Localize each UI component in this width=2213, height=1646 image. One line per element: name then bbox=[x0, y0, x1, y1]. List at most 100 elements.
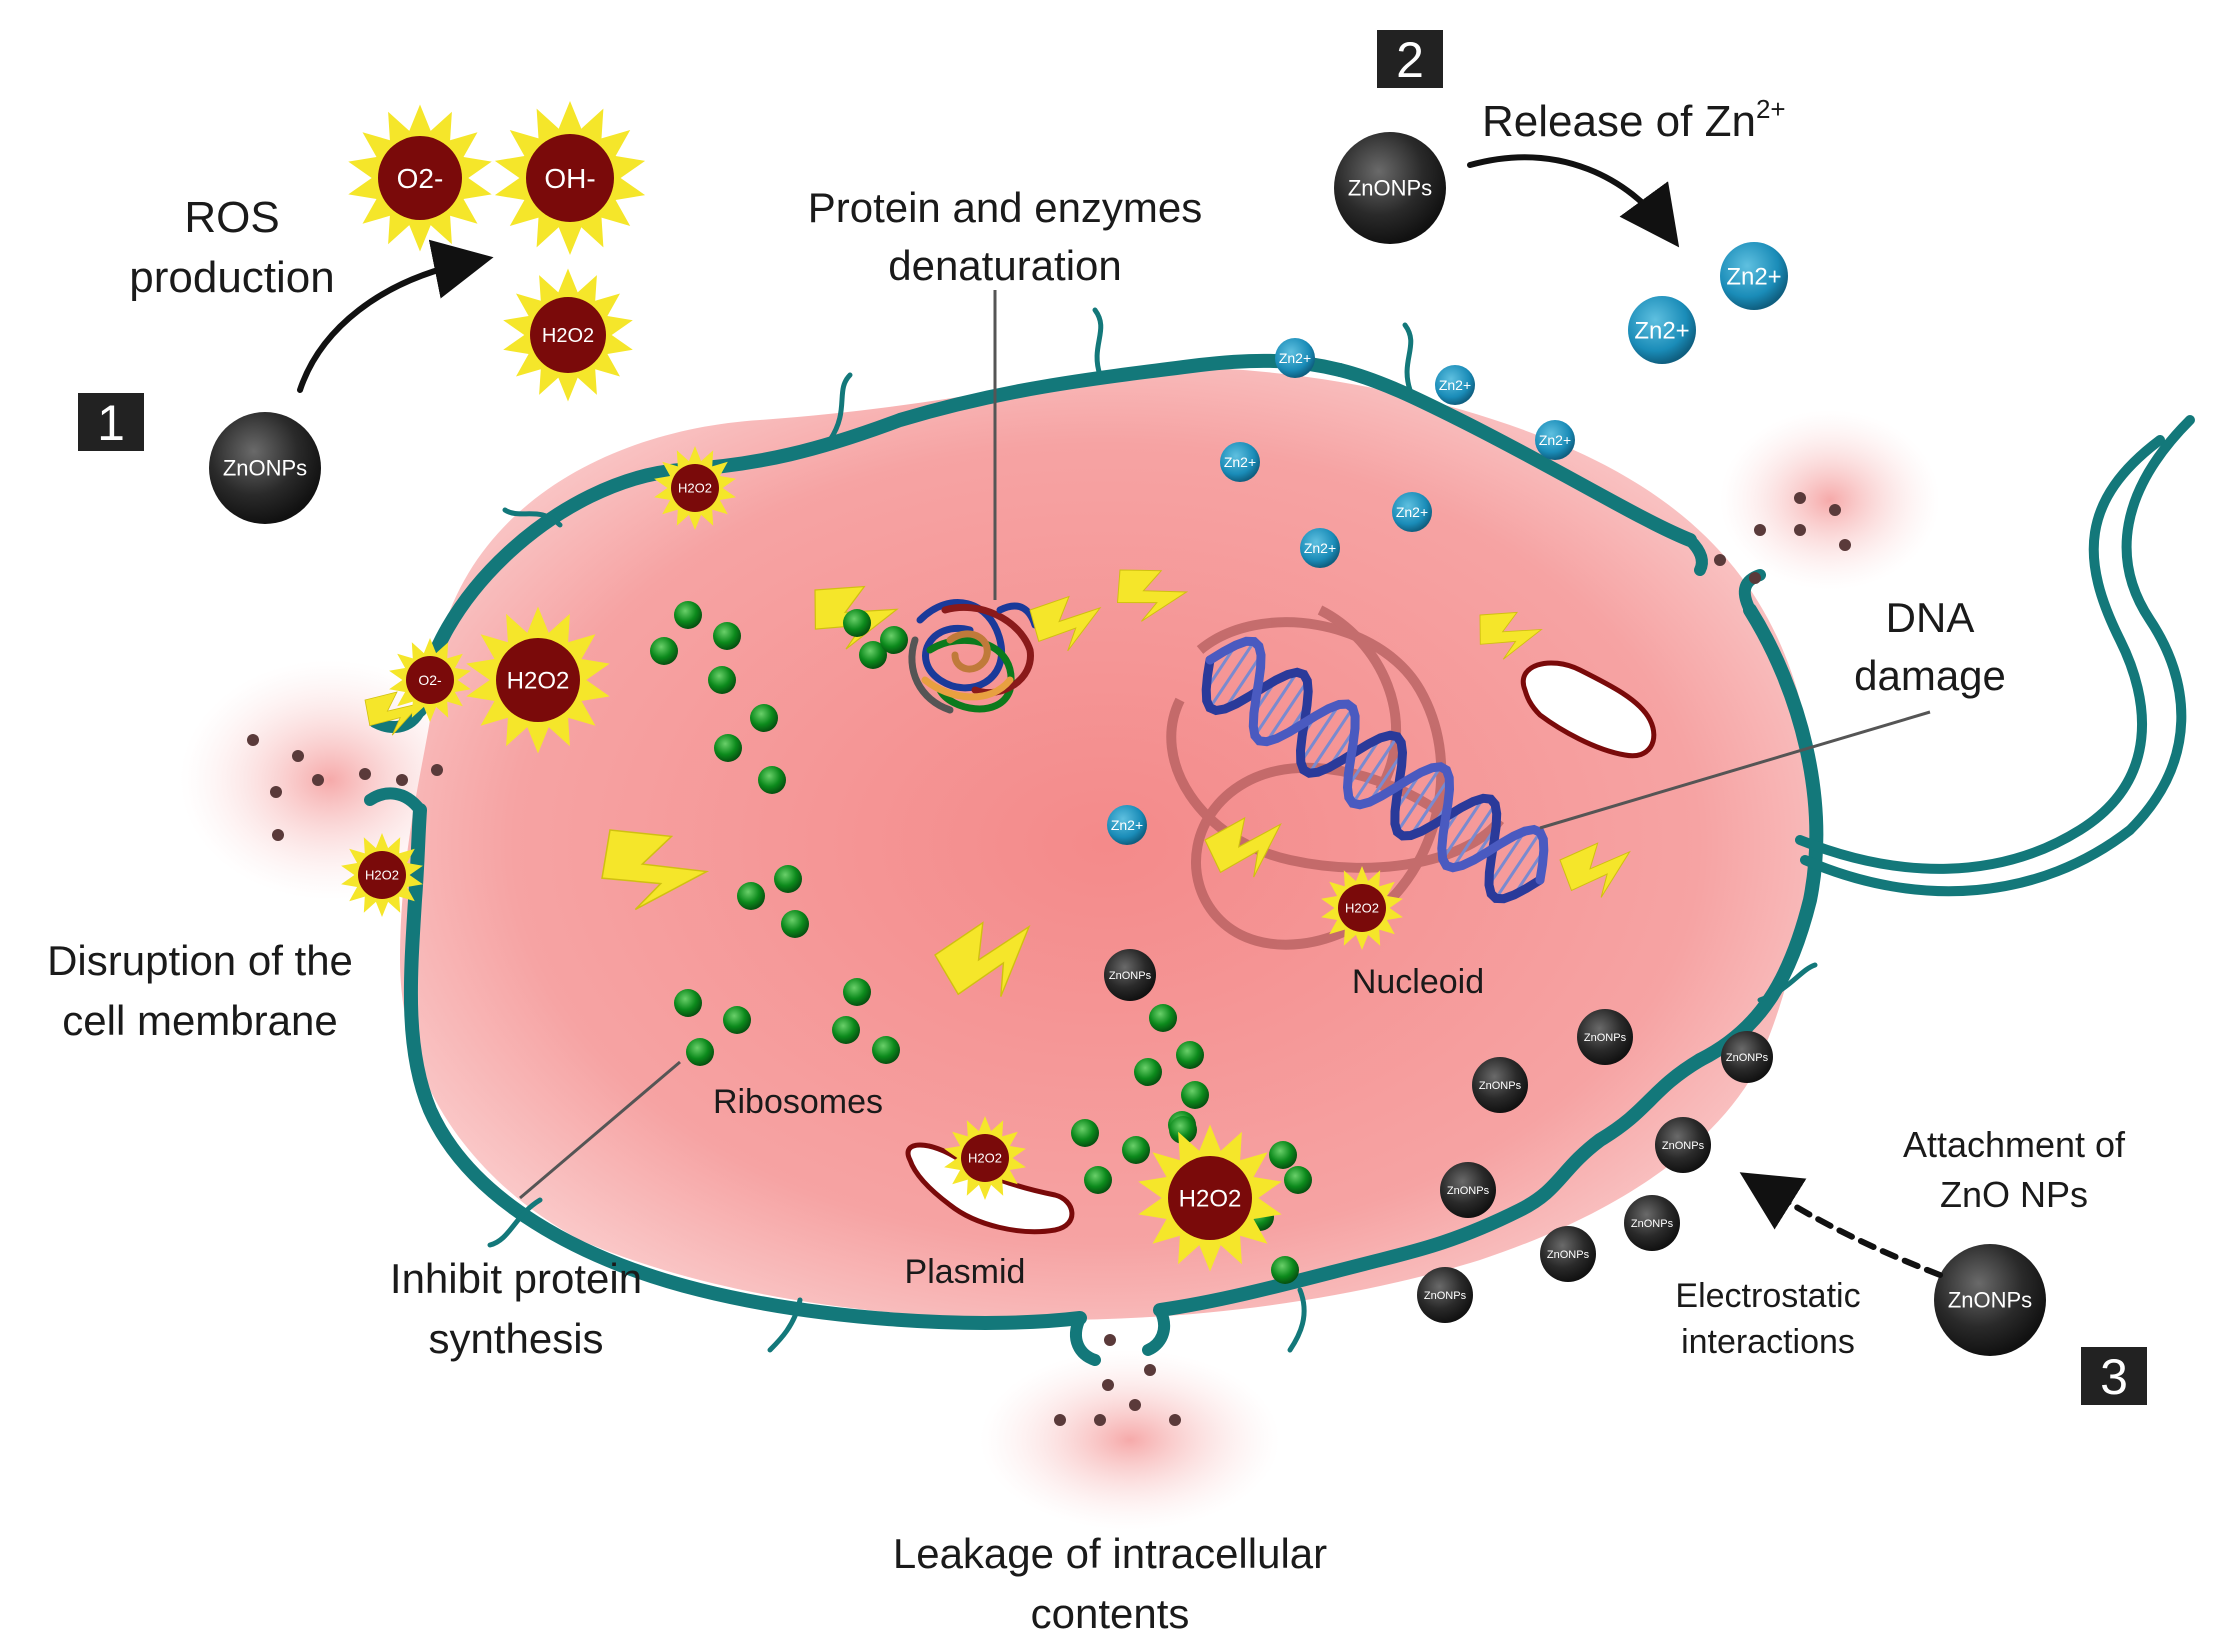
electrostatic-label-line2: interactions bbox=[1681, 1323, 1855, 1361]
plasmid-label: Plasmid bbox=[905, 1253, 1026, 1291]
nucleoid-loops bbox=[1166, 605, 1504, 950]
zno-nanoparticle-icon: ZnONPs bbox=[1721, 1031, 1773, 1083]
release-label: Release of Zn2+ bbox=[1482, 94, 1786, 146]
ros-burst-icon: H2O2 bbox=[1138, 1124, 1282, 1272]
ros-label: H2O2 bbox=[1179, 1185, 1242, 1212]
ros-burst-icon: H2O2 bbox=[1321, 866, 1403, 950]
lightning-icon bbox=[1029, 595, 1102, 652]
ros-label: O2- bbox=[418, 672, 442, 688]
ribosome-icon bbox=[723, 1006, 751, 1034]
electrostatic-label-line1: Electrostatic bbox=[1675, 1277, 1860, 1315]
attachment-label-line1: Attachment of bbox=[1903, 1124, 2126, 1165]
inhibit-label-line1: Inhibit protein bbox=[390, 1255, 642, 1302]
attachment-label-line2: ZnO NPs bbox=[1940, 1174, 2088, 1215]
lightning-icon bbox=[364, 691, 423, 736]
lightning-icon bbox=[934, 921, 1031, 997]
nanoparticle-label: ZnONPs bbox=[1948, 1288, 2032, 1313]
zno-nanoparticle-icon: ZnONPs bbox=[1417, 1267, 1473, 1323]
leakage-label-line1: Leakage of intracellular bbox=[893, 1530, 1327, 1577]
zinc-ion-icon: Zn2+ bbox=[1535, 420, 1575, 460]
nanoparticle-label: ZnONPs bbox=[1631, 1218, 1674, 1230]
svg-text:1: 1 bbox=[97, 395, 125, 451]
step-badge-3: 3 bbox=[2081, 1347, 2147, 1405]
zinc-ion-label: Zn2+ bbox=[1304, 540, 1336, 556]
ros-label: H2O2 bbox=[507, 667, 570, 694]
zinc-ion-icon: Zn2+ bbox=[1628, 296, 1696, 364]
step-badge-2: 2 bbox=[1377, 30, 1443, 88]
protein-label-line1: Protein and enzymes bbox=[808, 184, 1203, 231]
ribosome-icon bbox=[859, 641, 887, 669]
zinc-ion-label: Zn2+ bbox=[1396, 504, 1428, 520]
zno-nanoparticle-icon: ZnONPs bbox=[1104, 949, 1156, 1001]
ribosome-icon bbox=[650, 637, 678, 665]
denatured-protein-icon bbox=[908, 599, 1039, 714]
zinc-ion-icon: Zn2+ bbox=[1300, 528, 1340, 568]
ros-burst-icon: H2O2 bbox=[341, 833, 423, 917]
svg-text:3: 3 bbox=[2100, 1349, 2128, 1405]
lightning-icon bbox=[1204, 816, 1282, 878]
zinc-ion-icon: Zn2+ bbox=[1107, 805, 1147, 845]
ribosome-icon bbox=[1084, 1166, 1112, 1194]
ribosome-icon bbox=[1149, 1004, 1177, 1032]
ros-burst-icon: OH- bbox=[494, 101, 646, 255]
ribosome-icon bbox=[1271, 1256, 1299, 1284]
step-badges: 1 2 3 bbox=[78, 30, 2147, 1405]
ros-label: OH- bbox=[544, 163, 595, 194]
svg-text:2: 2 bbox=[1396, 32, 1424, 88]
ribosome-icon bbox=[713, 622, 741, 650]
cytoplasm bbox=[400, 367, 1812, 1321]
ribosome-icon bbox=[774, 865, 802, 893]
ribosome-icon bbox=[1169, 1116, 1197, 1144]
zinc-ion-label: Zn2+ bbox=[1279, 350, 1311, 366]
zno-nanoparticle-icon: ZnONPs bbox=[1934, 1244, 2046, 1356]
zno-nanoparticle-icon: ZnONPs bbox=[1472, 1057, 1528, 1113]
lightning-icon bbox=[1559, 842, 1631, 898]
ribosome-icon bbox=[1071, 1119, 1099, 1147]
ros-label: H2O2 bbox=[968, 1151, 1002, 1166]
release-arrow bbox=[1467, 154, 1680, 248]
nanoparticle-label: ZnONPs bbox=[1109, 970, 1152, 982]
ribosome-icon bbox=[1181, 1081, 1209, 1109]
pili bbox=[487, 307, 1818, 1353]
ribosome-icon bbox=[843, 978, 871, 1006]
leaked-contents bbox=[247, 492, 1851, 1426]
disruption-label-line2: cell membrane bbox=[62, 997, 337, 1044]
nanoparticle-label: ZnONPs bbox=[1348, 176, 1432, 201]
lightning-icon bbox=[601, 829, 710, 911]
ribosome-icon bbox=[758, 766, 786, 794]
zinc-ion-label: Zn2+ bbox=[1111, 817, 1143, 833]
zno-nanoparticle-icon: ZnONPs bbox=[1655, 1117, 1711, 1173]
ros-burst-icon: H2O2 bbox=[466, 606, 610, 754]
ribosome-icon bbox=[686, 1038, 714, 1066]
ros-label: H2O2 bbox=[1345, 901, 1379, 916]
ros-arrow bbox=[297, 239, 494, 393]
zno-nanoparticle-icon: ZnONPs bbox=[1540, 1226, 1596, 1282]
ros-label: H2O2 bbox=[542, 325, 594, 347]
nanoparticle-label: ZnONPs bbox=[1424, 1290, 1467, 1302]
zno-nanoparticle-icon: ZnONPs bbox=[209, 412, 321, 524]
ribosome-icon bbox=[880, 626, 908, 654]
lightning-icon bbox=[1479, 611, 1543, 660]
ribosome-icon bbox=[674, 989, 702, 1017]
zinc-ion-label: Zn2+ bbox=[1539, 432, 1571, 448]
ribosome-icon bbox=[832, 1016, 860, 1044]
nanoparticle-label: ZnONPs bbox=[1479, 1080, 1522, 1092]
labels: ROS production Release of Zn2+ Protein a… bbox=[47, 94, 2126, 1637]
ribosome-icon bbox=[750, 704, 778, 732]
ros-label-line2: production bbox=[129, 253, 334, 302]
ros-burst-icon: O2- bbox=[389, 638, 471, 722]
ribosome-icon bbox=[872, 1036, 900, 1064]
ribosomes-label: Ribosomes bbox=[713, 1083, 883, 1121]
ros-label: H2O2 bbox=[365, 868, 399, 883]
dna-helix-icon bbox=[1201, 636, 1549, 904]
zinc-ion-icon: Zn2+ bbox=[1275, 338, 1315, 378]
leader-lines bbox=[519, 290, 1931, 1200]
leakage-label-line2: contents bbox=[1031, 1590, 1190, 1637]
ros-label: H2O2 bbox=[678, 481, 712, 496]
arrows bbox=[297, 154, 1943, 1278]
zinc-ion-icon: Zn2+ bbox=[1435, 365, 1475, 405]
zinc-ion-label: Zn2+ bbox=[1439, 377, 1471, 393]
zinc-ion-label: Zn2+ bbox=[1634, 317, 1689, 344]
